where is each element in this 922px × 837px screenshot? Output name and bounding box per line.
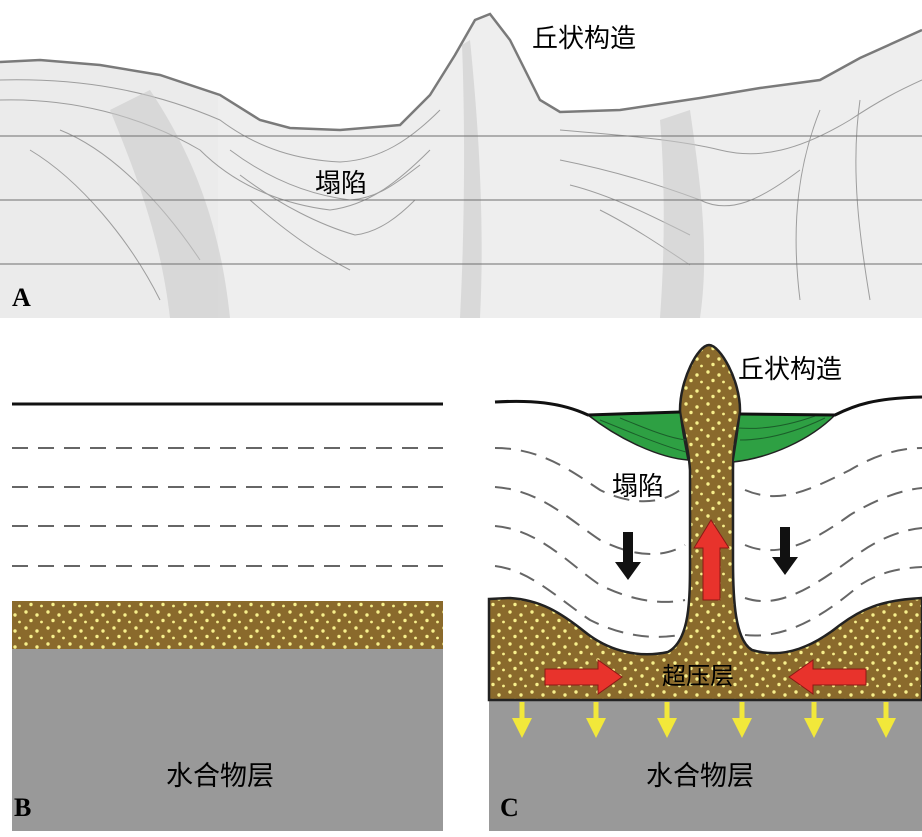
seismic-grid-lines <box>0 135 922 265</box>
water-column <box>0 0 922 130</box>
panel-c-subsidence-arrows <box>615 527 798 580</box>
subsidence-arrow-right <box>772 527 798 575</box>
panel-c-dome-label: 丘状构造 <box>738 355 842 385</box>
panel-b-letter: B <box>14 793 31 822</box>
panel-a-letter: A <box>12 283 31 312</box>
panel-c-flow-arrow-left <box>544 659 623 695</box>
panel-c-letter: C <box>500 793 519 822</box>
panel-c-collapse-fill-left <box>585 411 689 461</box>
panel-c-seafloor-line <box>494 395 922 417</box>
panel-c-collapse-label: 塌陷 <box>612 472 664 502</box>
panel-c-upflow-arrow <box>693 519 730 601</box>
panel-a-collapse-label: 塌陷 <box>315 169 367 199</box>
panel-b-hydrate-layer <box>12 649 443 831</box>
panel-b: 水合物层 B <box>12 402 443 831</box>
panel-b-sand-layer <box>12 601 443 649</box>
panel-c-overpressure-label: 超压层 <box>662 662 734 690</box>
panel-c-flow-arrow-right <box>788 659 867 695</box>
panel-c-collapse-lamination <box>599 415 826 453</box>
panel-b-strata-dashes <box>12 447 443 567</box>
panel-c-collapse-fill-right <box>732 413 837 463</box>
seismic-chimney-zones <box>110 40 705 318</box>
subsidence-arrow-left <box>615 532 641 580</box>
panel-c-overpressure-layer <box>487 343 922 702</box>
panel-c-fluid-arrows <box>512 702 896 738</box>
panel-b-hydrate-label: 水合物层 <box>166 761 274 792</box>
panel-a-dome-label: 丘状构造 <box>532 24 636 54</box>
seafloor-reflector <box>0 12 922 132</box>
panel-c-hydrate-layer <box>489 700 922 831</box>
panel-c-hydrate-label: 水合物层 <box>646 761 754 792</box>
panel-a: 丘状构造 塌陷 A <box>0 0 922 318</box>
panel-c: 丘状构造 塌陷 超压层 水合物层 C <box>487 343 922 831</box>
panel-c-strata-dashes <box>494 447 922 638</box>
